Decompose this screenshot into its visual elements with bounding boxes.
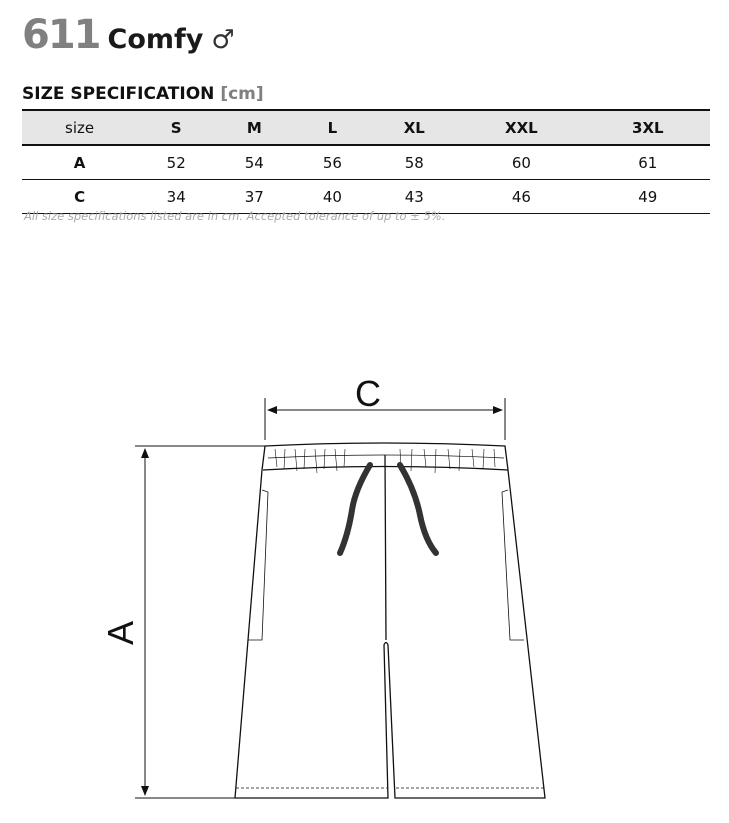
cell: 52 bbox=[137, 145, 216, 180]
cell: 46 bbox=[457, 179, 586, 214]
cell: 43 bbox=[371, 179, 458, 214]
table-row: C 34 37 40 43 46 49 bbox=[22, 179, 710, 214]
cell: 60 bbox=[457, 145, 586, 180]
length-dimension: A bbox=[100, 445, 265, 799]
cell: 61 bbox=[585, 145, 710, 180]
cell: C bbox=[22, 179, 138, 214]
table-header-row: size S M L XL XXL 3XL bbox=[22, 109, 710, 146]
header-cell: 3XL bbox=[585, 109, 710, 146]
label-a: A bbox=[100, 621, 141, 645]
cell: 54 bbox=[215, 145, 294, 180]
product-number: 611 bbox=[22, 12, 101, 58]
header-cell: size bbox=[22, 109, 138, 146]
cell: A bbox=[22, 145, 138, 180]
header-cell: XXL bbox=[457, 109, 586, 146]
cell: 56 bbox=[293, 145, 372, 180]
male-icon: ♂ bbox=[211, 25, 235, 55]
cell: 58 bbox=[371, 145, 458, 180]
product-name: Comfy bbox=[107, 24, 204, 55]
header-cell: M bbox=[215, 109, 294, 146]
size-table: size S M L XL XXL 3XL A 52 54 56 58 60 6… bbox=[22, 109, 710, 214]
section-heading: SIZE SPECIFICATION [cm] bbox=[22, 84, 264, 104]
label-c: C bbox=[355, 373, 381, 414]
product-title: 611 Comfy ♂ bbox=[22, 12, 235, 58]
shorts-outline bbox=[234, 442, 546, 799]
table-row: A 52 54 56 58 60 61 bbox=[22, 145, 710, 180]
section-title: SIZE SPECIFICATION bbox=[22, 84, 215, 104]
shorts-diagram: C A bbox=[100, 373, 546, 799]
header-cell: S bbox=[137, 109, 216, 146]
drawstring bbox=[337, 462, 439, 556]
tolerance-note: All size specifications listed are in cm… bbox=[24, 209, 446, 223]
width-dimension: C bbox=[264, 373, 506, 440]
cell: 49 bbox=[585, 179, 710, 214]
cell: 40 bbox=[293, 179, 372, 214]
cell: 37 bbox=[215, 179, 294, 214]
cell: 34 bbox=[137, 179, 216, 214]
header-cell: XL bbox=[371, 109, 458, 146]
header-cell: L bbox=[293, 109, 372, 146]
section-unit: [cm] bbox=[220, 84, 264, 104]
